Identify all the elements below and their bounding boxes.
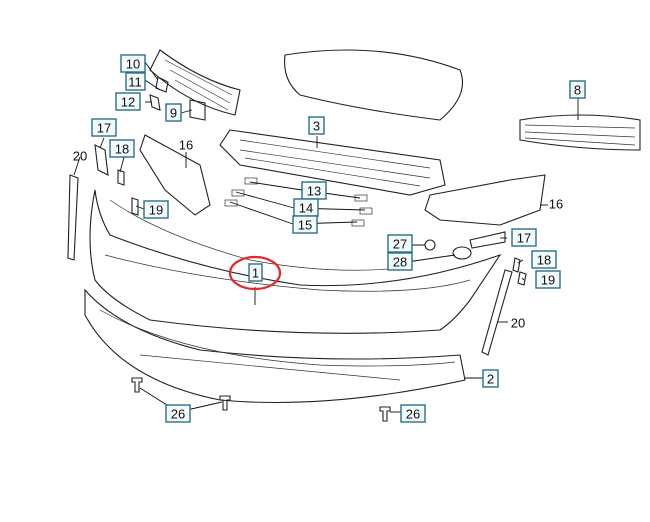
svg-text:15: 15 (298, 218, 312, 233)
bracket-left (139, 134, 211, 216)
callout-2[interactable]: 2 (482, 369, 499, 388)
svg-text:2: 2 (487, 372, 494, 387)
svg-text:14: 14 (299, 201, 313, 216)
label-16-right: 16 (549, 197, 563, 212)
trim-strip-left (67, 174, 79, 261)
svg-text:3: 3 (313, 119, 320, 134)
callout-10[interactable]: 10 (120, 54, 146, 73)
callout-17-left[interactable]: 17 (91, 118, 117, 137)
clip-19-left (131, 197, 139, 216)
label-20-left: 20 (73, 149, 87, 164)
bumper-cover (89, 189, 502, 334)
svg-text:17: 17 (97, 121, 111, 136)
lower-bumper-spoiler (84, 288, 466, 404)
svg-text:19: 19 (541, 273, 555, 288)
screw-26-a (131, 377, 143, 393)
svg-text:27: 27 (393, 237, 407, 252)
callout-9[interactable]: 9 (165, 103, 182, 122)
grille-piece-9 (189, 99, 206, 121)
callout-3[interactable]: 3 (308, 116, 325, 135)
callout-8[interactable]: 8 (569, 80, 586, 99)
nut-28 (452, 246, 472, 260)
svg-text:13: 13 (307, 184, 321, 199)
clip-18-left (117, 169, 125, 186)
svg-text:26: 26 (406, 407, 420, 422)
label-16-left: 16 (179, 138, 193, 153)
callout-26-left[interactable]: 26 (165, 404, 191, 423)
leader-lines (73, 61, 579, 413)
callout-19-right[interactable]: 19 (535, 270, 561, 289)
callout-1[interactable]: 1 (248, 263, 263, 282)
screw-26-c (379, 406, 391, 422)
grille-frame (284, 49, 464, 121)
svg-text:10: 10 (126, 57, 140, 72)
svg-text:17: 17 (517, 231, 531, 246)
grille-piece-12 (149, 94, 161, 111)
callout-19-left[interactable]: 19 (143, 200, 169, 219)
highlight-circle (228, 255, 282, 291)
svg-text:12: 12 (121, 95, 135, 110)
clips-13-15 (224, 177, 373, 227)
callout-28[interactable]: 28 (387, 252, 413, 271)
grille-piece-10 (155, 76, 169, 93)
grille-insert-right (519, 114, 641, 151)
callout-27[interactable]: 27 (387, 234, 413, 253)
lower-grille (219, 129, 446, 196)
trim-17-left (94, 144, 109, 176)
svg-text:18: 18 (537, 253, 551, 268)
label-20-right: 20 (511, 316, 525, 331)
svg-text:28: 28 (393, 255, 407, 270)
callout-17-right[interactable]: 17 (511, 228, 537, 247)
callout-18-right[interactable]: 18 (531, 250, 557, 269)
screw-27 (424, 239, 436, 251)
svg-text:1: 1 (252, 266, 259, 281)
callout-15[interactable]: 15 (292, 215, 318, 234)
svg-text:19: 19 (149, 203, 163, 218)
clip-19-right (517, 271, 527, 286)
trim-17-right (469, 231, 506, 249)
svg-text:11: 11 (128, 75, 142, 90)
svg-text:8: 8 (574, 83, 581, 98)
callout-26-right[interactable]: 26 (400, 404, 426, 423)
trim-strip-right (481, 269, 513, 356)
callout-14[interactable]: 14 (293, 198, 319, 217)
svg-text:18: 18 (115, 142, 129, 157)
clip-18-right (512, 257, 521, 273)
callout-11[interactable]: 11 (125, 72, 146, 91)
bracket-right (424, 174, 546, 226)
screw-26-b (219, 395, 231, 411)
svg-text:9: 9 (170, 106, 177, 121)
upper-grille-left (149, 49, 241, 116)
callout-18-left[interactable]: 18 (109, 139, 135, 158)
svg-text:26: 26 (171, 407, 185, 422)
callout-13[interactable]: 13 (301, 181, 327, 200)
callout-12[interactable]: 12 (115, 92, 141, 111)
